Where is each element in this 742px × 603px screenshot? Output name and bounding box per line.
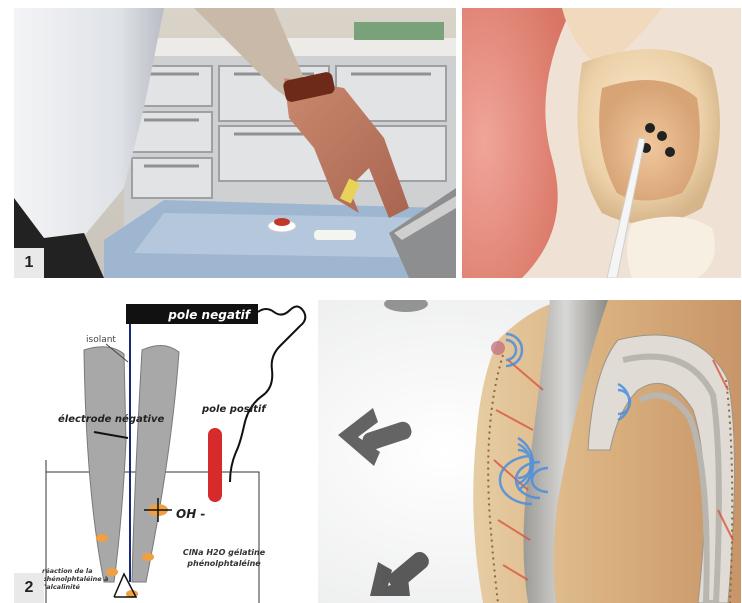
solution-composition-label: ClNa H2O gélatine phénolphtaléine	[174, 547, 274, 569]
figure-number-badge: 1	[14, 248, 44, 278]
hydroxide-ion-label: OH -	[176, 507, 205, 521]
electrophoresis-diagram: pole negatif isolant électrode négative …	[14, 292, 316, 603]
reaction-label: réaction de la phénolphtaléine à l'alcal…	[42, 567, 112, 591]
photo-clinician-hand: 1	[14, 8, 456, 278]
positive-pole-label: pole positif	[201, 404, 267, 415]
figure-number-badge: 2	[14, 573, 44, 603]
negative-electrode-label: électrode négative	[58, 413, 164, 425]
insulator-label: isolant	[86, 335, 116, 345]
negative-pole-label: pole negatif	[167, 308, 251, 322]
illustration-tooth-occlusal	[462, 8, 741, 278]
illustration-root-canal-cross-section	[318, 300, 741, 603]
